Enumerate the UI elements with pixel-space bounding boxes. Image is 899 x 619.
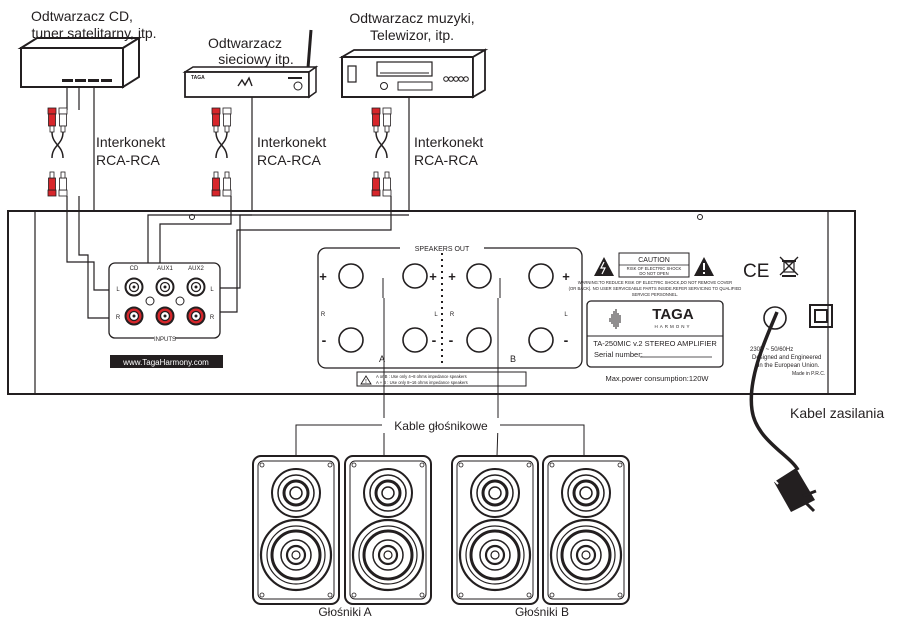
network-player-device	[182, 29, 319, 99]
model-brand: TAGA	[652, 306, 694, 323]
network-brand-label: TAGA	[191, 75, 205, 81]
input-wires	[66, 196, 409, 319]
caution-warning-3: SERVICE PERSONNEL.	[632, 292, 678, 297]
speaker-cables-label: Kable głośnikowe	[394, 419, 488, 433]
website-badge	[110, 355, 223, 368]
speaker-l-label-a: L	[434, 312, 438, 318]
speakers-out-title: SPEAKERS OUT	[415, 246, 470, 253]
ce-mark: CE	[743, 261, 769, 282]
plus-b-left: +	[448, 269, 456, 284]
speakers-a-label: Głośniki A	[318, 605, 371, 619]
music-player-device	[338, 48, 489, 99]
music-source-label-2: Telewizor, itp.	[370, 27, 454, 43]
network-source-label-2: sieciowy itp.	[218, 51, 293, 67]
caution-sub2: DO NOT OPEN	[639, 271, 668, 276]
speaker-b-right	[541, 454, 631, 606]
impedance-note-2: A + B : Use only 8~16 ohms impedance spe…	[376, 380, 468, 385]
speaker-l-label-b: L	[564, 312, 568, 318]
speaker-a-right	[343, 454, 433, 606]
interconnect-label-music-1: Interkonekt	[414, 134, 483, 150]
rca-cable-network	[211, 97, 253, 215]
plus-b-right: +	[562, 269, 570, 284]
impedance-note: !	[356, 371, 527, 387]
music-source-label-1: Odtwarzacz muzyki,	[349, 10, 474, 26]
plus-a-right: +	[429, 269, 437, 284]
input-l-label-right: L	[210, 287, 214, 293]
rca-cable-music	[371, 97, 410, 215]
caution-title: CAUTION	[638, 257, 670, 264]
svg-text:!: !	[365, 379, 367, 385]
max-power-label: Max.power consumption:120W	[606, 374, 710, 383]
model-name: TA-250MIC v.2 STEREO AMPLIFIER	[593, 339, 717, 348]
input-r-label: R	[116, 315, 121, 321]
rca-jacks	[124, 277, 206, 326]
caution-warning-1: WARNING:TO REDUCE RISK OF ELECTRIC SHOCK…	[578, 280, 732, 285]
speaker-b-label: B	[510, 354, 516, 364]
minus-a-left: -	[322, 332, 327, 348]
speaker-r-label-b: R	[450, 312, 455, 318]
minus-a-right: -	[432, 332, 437, 348]
interconnect-label-cd-1: Interkonekt	[96, 134, 165, 150]
speaker-a-label: A	[379, 354, 385, 364]
interconnect-label-network-2: RCA-RCA	[257, 152, 321, 168]
model-plate	[586, 300, 724, 368]
speaker-b-left	[450, 454, 540, 606]
interconnect-label-network-1: Interkonekt	[257, 134, 326, 150]
input-l-label: L	[116, 287, 120, 293]
caution-sub1: RISK OF ELECTRIC SHOCK	[627, 266, 682, 271]
rca-cable-cd	[47, 87, 95, 262]
power-info-4: Made in P.R.C.	[792, 371, 825, 377]
interconnect-label-music-2: RCA-RCA	[414, 152, 478, 168]
speakers-out-panel	[317, 244, 583, 369]
caution-warning-icons	[594, 252, 714, 278]
impedance-note-1: A or B : Use only 4~8 ohms impedance spe…	[376, 374, 467, 379]
speakers-b-label: Głośniki B	[515, 605, 569, 619]
cd-player-device	[17, 36, 143, 89]
cd-source-label-1: Odtwarzacz CD,	[31, 8, 133, 24]
power-info-3: in the European Union.	[758, 363, 820, 369]
minus-b-right: -	[564, 332, 569, 348]
interconnect-label-cd-2: RCA-RCA	[96, 152, 160, 168]
power-info-2: Designed and Engineered	[752, 355, 821, 361]
power-cable-label: Kabel zasilania	[790, 405, 884, 421]
caution-warning-2: (OR BACK). NO USER SERVICEABLE PARTS INS…	[569, 286, 742, 291]
speaker-cables	[295, 365, 585, 457]
serial-number-label: Serial number:	[594, 350, 643, 359]
power-info-1: 230V ~ 50/60Hz	[750, 347, 793, 353]
website-label: www.TagaHarmony.com	[122, 358, 209, 367]
input-aux2-label: AUX2	[188, 266, 204, 272]
power-cable	[749, 311, 817, 513]
model-brand-sub: HARMONY	[654, 324, 691, 329]
inputs-panel	[108, 262, 221, 341]
input-r-label-right: R	[210, 315, 215, 321]
input-aux1-label: AUX1	[157, 266, 173, 272]
network-source-label-1: Odtwarzacz	[208, 35, 282, 51]
weee-bin-icon	[779, 256, 799, 277]
speaker-r-label-a: R	[321, 312, 326, 318]
speaker-a-left	[251, 454, 341, 606]
plus-a-left: +	[319, 269, 327, 284]
cd-source-label-2: tuner satelitarny, itp.	[31, 25, 156, 41]
minus-b-left: -	[449, 332, 454, 348]
input-cd-label: CD	[130, 266, 139, 272]
inputs-title: INPUTS	[154, 337, 176, 343]
